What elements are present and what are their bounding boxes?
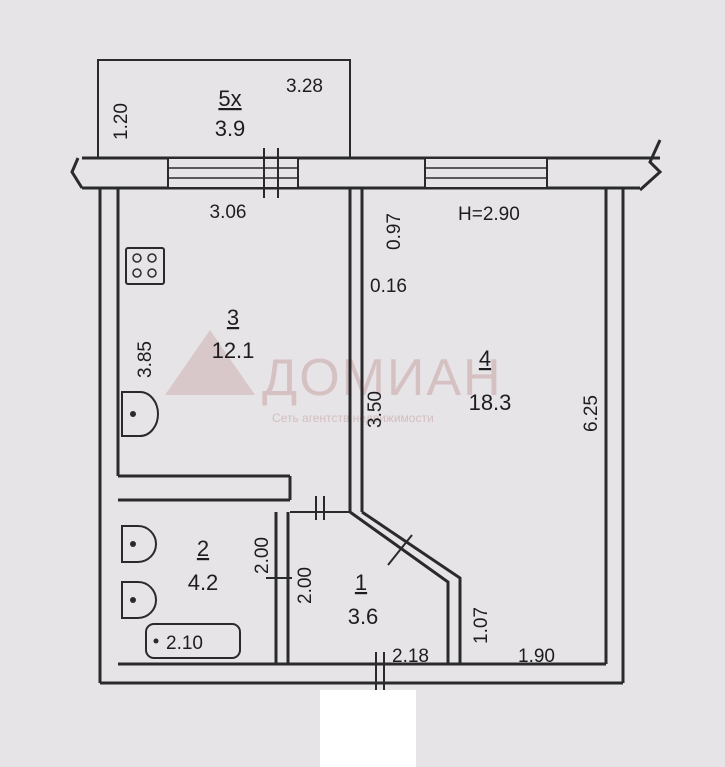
stove-icon xyxy=(125,247,165,285)
partition-offset-dimension: 0.16 xyxy=(370,276,407,297)
room-number-kitchen: 3 xyxy=(227,305,239,330)
living-partition-dimension: 3.50 xyxy=(365,391,386,428)
living-window xyxy=(424,157,548,189)
kitchen-width-dimension: 3.06 xyxy=(210,202,247,223)
room-number-living: 4 xyxy=(479,346,491,371)
room-area-hall: 3.6 xyxy=(348,604,379,629)
interior-walls xyxy=(118,188,462,690)
bathtub-icon xyxy=(145,623,241,659)
room-area-bathroom: 4.2 xyxy=(188,570,219,595)
kitchen-length-dimension: 3.85 xyxy=(135,341,156,378)
bathtub-length-dimension: 2.10 xyxy=(166,633,203,654)
windows xyxy=(167,148,548,198)
living-top-wall-dimension: 0.97 xyxy=(384,213,405,250)
ceiling-height: H=2.90 xyxy=(458,204,520,225)
kitchen-window xyxy=(167,148,299,198)
watermark: ДОМИАН Сеть агентств недвижимости xyxy=(165,330,503,425)
room-area-kitchen: 12.1 xyxy=(212,338,255,363)
washbasin-icon xyxy=(121,581,157,619)
watermark-tagline: Сеть агентств недвижимости xyxy=(272,411,434,425)
toilet-icon xyxy=(121,525,157,563)
balcony-width-dimension: 3.28 xyxy=(286,76,323,97)
room-area-living: 18.3 xyxy=(469,390,512,415)
balcony-number: 5х xyxy=(218,86,241,111)
hall-height-dimension: 2.00 xyxy=(295,567,316,604)
living-bottom-step-dimension: 1.07 xyxy=(471,607,492,644)
kitchen-sink-icon xyxy=(121,391,159,437)
watermark-roof-icon xyxy=(165,330,255,395)
hall-width-dimension: 2.18 xyxy=(392,646,429,667)
entrance-opening xyxy=(320,690,416,767)
balcony xyxy=(97,59,351,158)
room-number-bathroom: 2 xyxy=(197,536,209,561)
watermark-logo: ДОМИАН xyxy=(262,349,503,407)
room-number-hall: 1 xyxy=(355,570,367,595)
bath-height-dimension: 2.00 xyxy=(252,537,273,574)
living-bottom-width-dimension: 1.90 xyxy=(518,646,555,667)
fixtures xyxy=(121,247,241,659)
balcony-depth-dimension: 1.20 xyxy=(111,103,132,140)
balcony-area: 3.9 xyxy=(215,116,246,141)
living-length-dimension: 6.25 xyxy=(581,395,602,432)
